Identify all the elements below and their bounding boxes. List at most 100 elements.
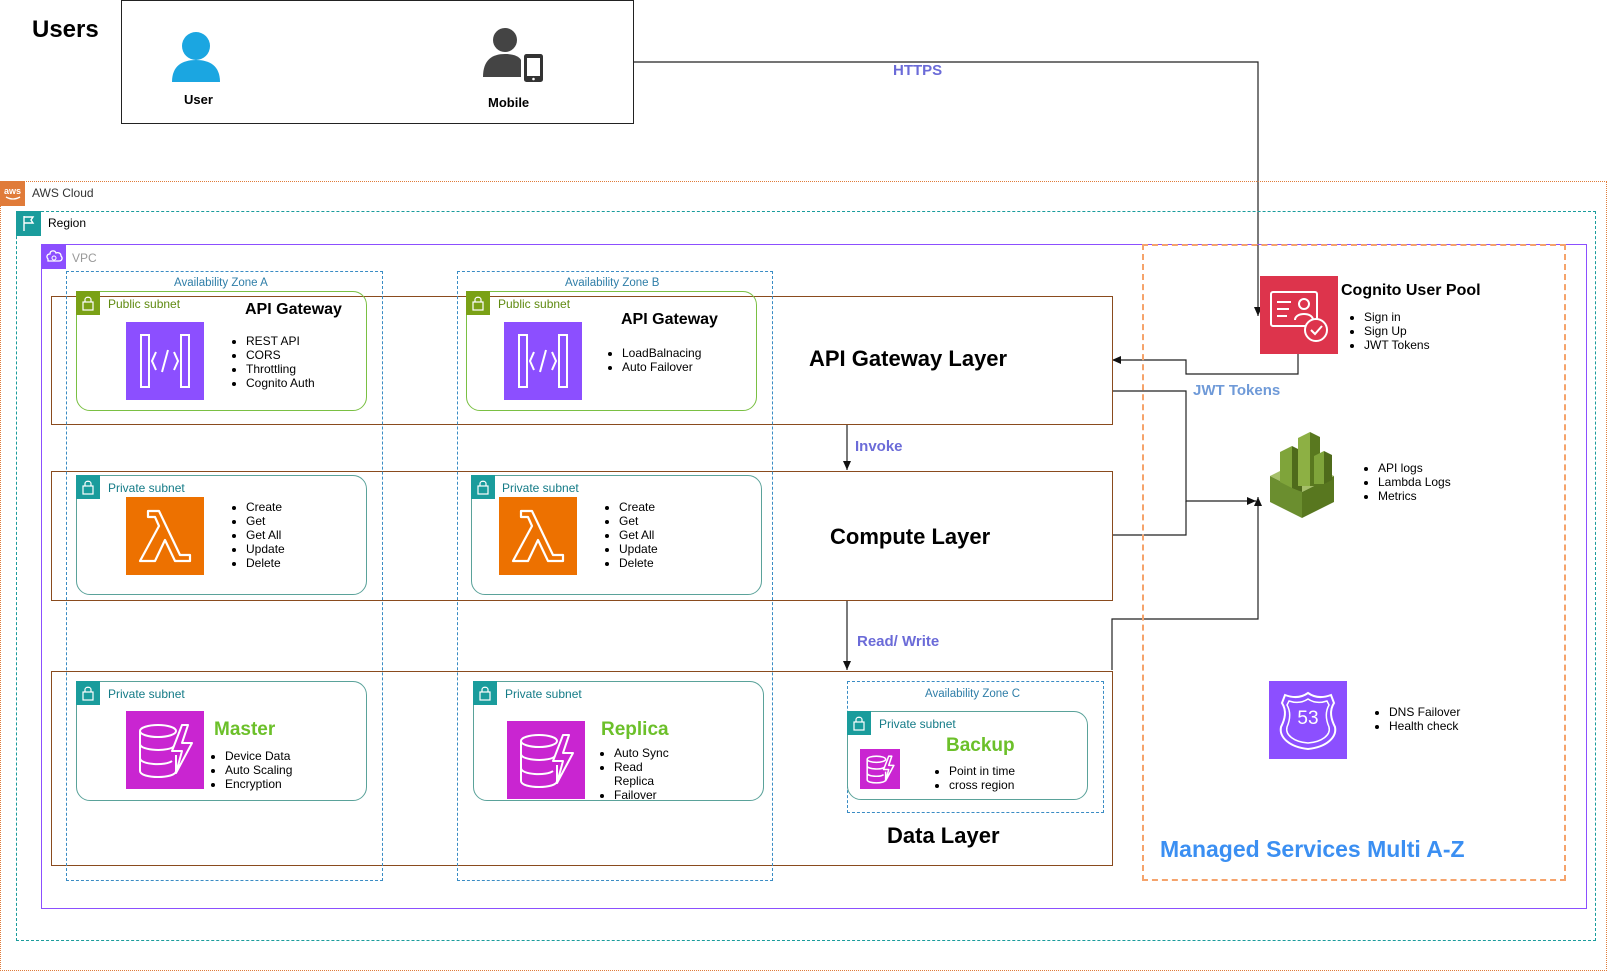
feature-item: Sign Up	[1364, 324, 1430, 338]
lambda-b-functions: Create Get Get All Update Delete	[603, 500, 658, 570]
public-subnet-lock-icon	[466, 291, 490, 315]
feature-item: CORS	[246, 348, 315, 362]
data-layer	[51, 671, 1113, 866]
compute-log-connector	[1112, 501, 1187, 536]
feature-item: Auto Sync	[614, 746, 684, 760]
master-features: Device Data Auto Scaling Encryption	[209, 749, 292, 791]
data-log-connector	[1111, 497, 1262, 670]
feature-item: LoadBalnacing	[622, 346, 701, 360]
function-item: Get All	[246, 528, 285, 542]
private-subnet-compute-b-label: Private subnet	[502, 481, 579, 495]
lambda-a-functions: Create Get Get All Update Delete	[230, 500, 285, 570]
https-connector	[634, 61, 1262, 316]
master-title: Master	[214, 719, 276, 740]
public-subnet-lock-icon	[76, 291, 100, 315]
function-item: Create	[246, 500, 285, 514]
private-subnet-compute-a	[76, 475, 367, 595]
function-item: Get All	[619, 528, 658, 542]
feature-item: Throttling	[246, 362, 315, 376]
feature-item: Sign in	[1364, 310, 1430, 324]
api-gateway-b-title: API Gateway	[621, 311, 718, 328]
dynamodb-replica-icon	[507, 721, 585, 799]
feature-item: Auto Scaling	[225, 763, 292, 777]
region-container	[16, 211, 1596, 941]
function-item: Get	[246, 514, 285, 528]
vpc-label: VPC	[72, 251, 97, 265]
private-subnet-data-c	[847, 711, 1088, 800]
invoke-label: Invoke	[855, 438, 903, 455]
private-subnet-compute-b	[471, 475, 762, 595]
backup-features: Point in time cross region	[933, 764, 1015, 792]
aws-cloud-label: AWS Cloud	[32, 186, 94, 200]
function-item: Delete	[619, 556, 658, 570]
jwt-tokens-label: JWT Tokens	[1193, 382, 1281, 399]
feature-item: Lambda Logs	[1378, 475, 1451, 489]
dynamodb-backup-icon	[860, 749, 900, 789]
users-box	[121, 0, 634, 124]
function-item: Delete	[246, 556, 285, 570]
feature-item: REST API	[246, 334, 315, 348]
function-item: Get	[619, 514, 658, 528]
api-gateway-b-icon	[504, 322, 582, 400]
availability-zone-a	[66, 271, 383, 881]
cognito-icon	[1260, 276, 1338, 354]
cloudwatch-features: API logs Lambda Logs Metrics	[1362, 461, 1451, 503]
https-label: HTTPS	[893, 62, 943, 79]
availability-zone-c-label: Availability Zone C	[925, 688, 1021, 700]
cloudwatch-icon	[1270, 432, 1334, 518]
function-item: Update	[246, 542, 285, 556]
vpc-cloud-icon	[41, 244, 66, 269]
feature-item: Failover	[614, 788, 684, 802]
feature-item: JWT Tokens	[1364, 338, 1430, 352]
private-subnet-data-a-label: Private subnet	[108, 687, 185, 701]
public-subnet-a-label: Public subnet	[108, 297, 181, 311]
aws-logo-icon: aws	[0, 181, 25, 206]
data-layer-title: Data Layer	[887, 823, 1000, 848]
route53-icon: 53	[1269, 681, 1347, 759]
private-subnet-data-c-label: Private subnet	[879, 717, 956, 731]
availability-zone-a-label: Availability Zone A	[174, 277, 268, 289]
feature-item: Cognito Auth	[246, 376, 315, 390]
dynamodb-master-icon	[126, 711, 204, 789]
feature-item: Device Data	[225, 749, 292, 763]
user-label: User	[184, 92, 213, 107]
feature-item: API logs	[1378, 461, 1451, 475]
feature-item: DNS Failover	[1389, 705, 1460, 719]
users-title: Users	[32, 16, 99, 43]
user-icon	[172, 32, 220, 82]
private-subnet-lock-icon	[471, 475, 495, 499]
compute-layer	[51, 471, 1113, 601]
cognito-title: Cognito User Pool	[1341, 282, 1481, 299]
lambda-b-icon	[499, 497, 577, 575]
api-gateway-a-icon	[126, 322, 204, 400]
managed-services-title: Managed Services Multi A-Z	[1160, 836, 1465, 862]
feature-item: Read Replica	[614, 760, 654, 788]
region-label: Region	[48, 216, 87, 230]
private-subnet-lock-icon	[76, 475, 100, 499]
read-write-label: Read/ Write	[857, 633, 940, 650]
private-subnet-compute-a-label: Private subnet	[108, 481, 185, 495]
feature-item: Auto Failover	[622, 360, 701, 374]
backup-title: Backup	[946, 735, 1015, 756]
api-gateway-layer-title: API Gateway Layer	[809, 346, 1008, 371]
public-subnet-b	[466, 291, 757, 411]
route53-badge: 53	[1297, 708, 1319, 729]
replica-features: Auto Sync Read Replica Failover	[598, 746, 684, 802]
function-item: Update	[619, 542, 658, 556]
lambda-a-icon	[126, 497, 204, 575]
compute-layer-title: Compute Layer	[830, 524, 991, 549]
feature-item: Health check	[1389, 719, 1460, 733]
vpc-container	[41, 244, 1587, 909]
feature-item: Metrics	[1378, 489, 1451, 503]
private-subnet-lock-icon	[847, 711, 871, 735]
private-subnet-data-b	[473, 681, 764, 801]
api-gateway-b-features: LoadBalnacing Auto Failover	[606, 346, 701, 374]
api-gateway-a-features: REST API CORS Throttling Cognito Auth	[230, 334, 315, 390]
api-gateway-layer	[51, 296, 1113, 425]
route53-features: DNS Failover Health check	[1373, 705, 1460, 733]
feature-item: cross region	[949, 778, 1015, 792]
function-item: Create	[619, 500, 658, 514]
feature-item: Point in time	[949, 764, 1015, 778]
api-log-connector	[1112, 390, 1256, 505]
